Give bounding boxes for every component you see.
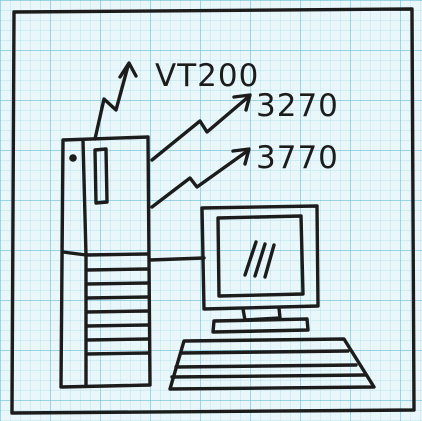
protocol-label-3270: 3270 — [256, 88, 339, 124]
network-cable — [150, 258, 204, 260]
protocol-label-3770: 3770 — [256, 140, 339, 176]
protocol-label-vt200: VT200 — [155, 58, 259, 94]
